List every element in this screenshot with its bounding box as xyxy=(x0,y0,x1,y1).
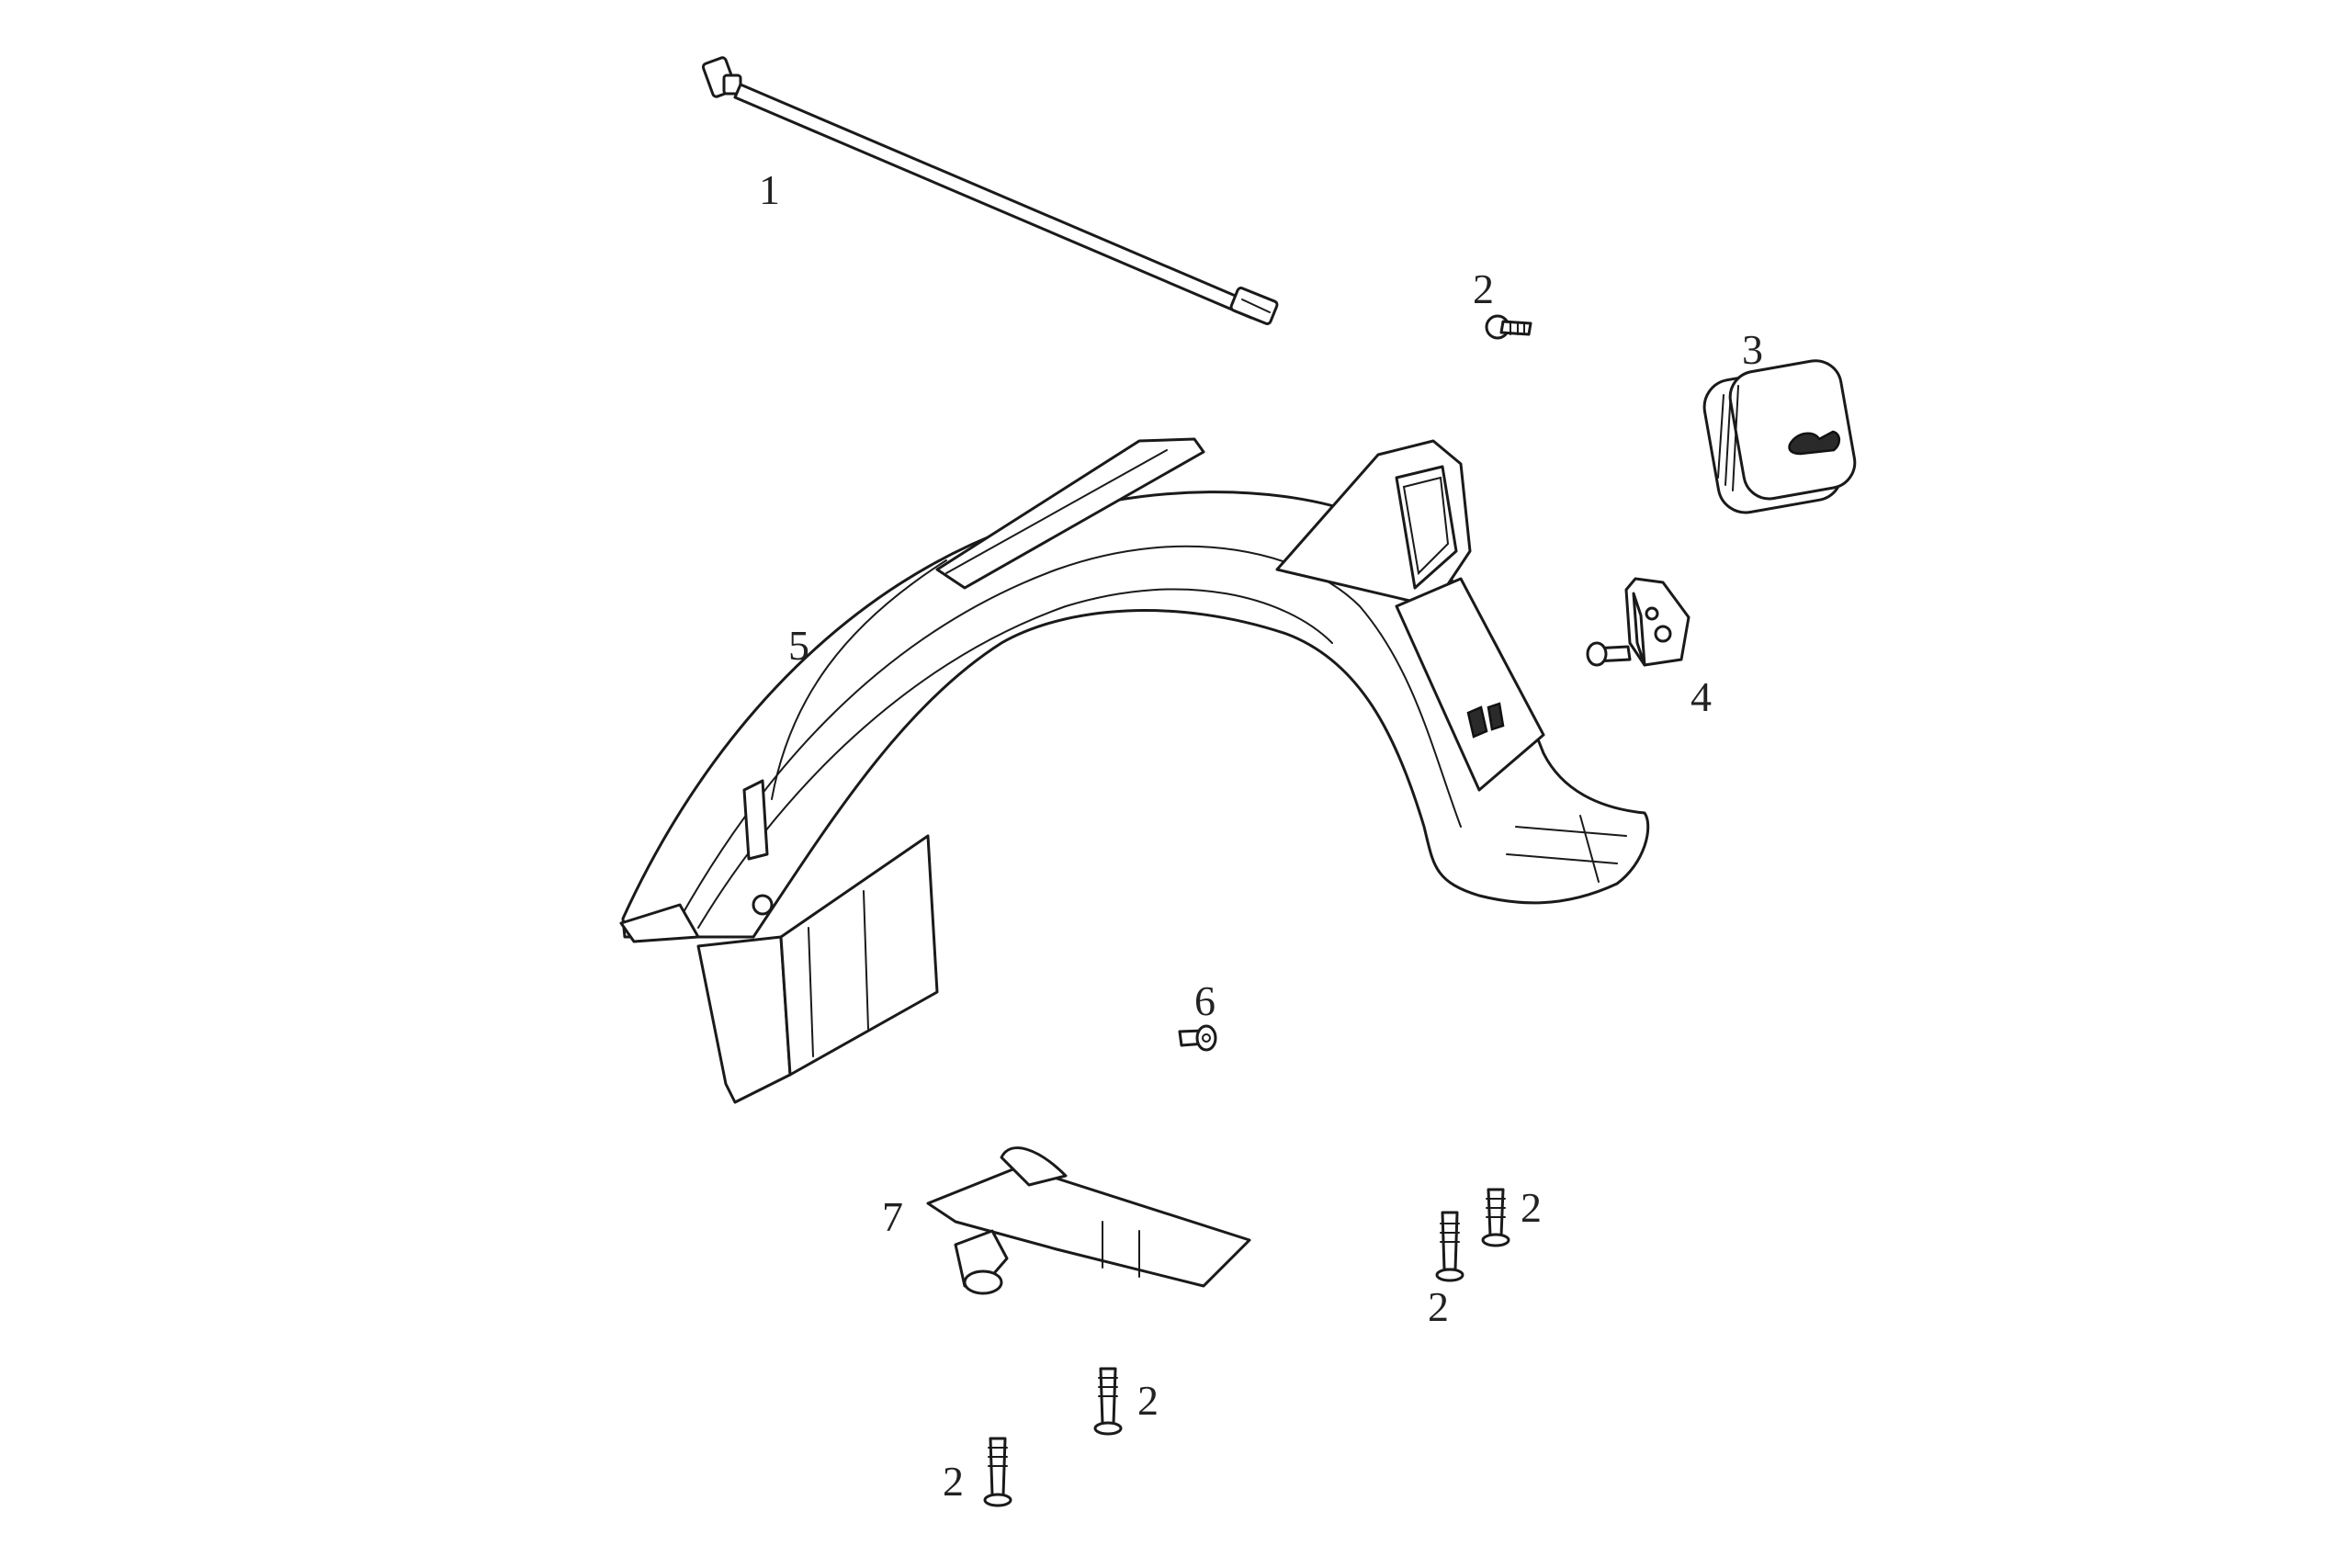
callout-1: 1 xyxy=(759,166,780,213)
screw-icon xyxy=(1093,1367,1123,1436)
callout-2-top: 2 xyxy=(1473,265,1494,312)
callout-4: 4 xyxy=(1690,673,1712,720)
reflector-icon xyxy=(1702,359,1857,514)
clip-icon xyxy=(1178,1024,1217,1052)
rear-fender-icon xyxy=(619,437,1650,1104)
screw-icon xyxy=(1485,314,1532,340)
callout-2-bottom-right: 2 xyxy=(1137,1377,1159,1424)
bracket-icon xyxy=(1586,577,1690,667)
screw-icon xyxy=(1481,1188,1510,1247)
callout-2-right-lower: 2 xyxy=(1428,1283,1449,1330)
callout-7: 7 xyxy=(882,1193,903,1240)
callout-5: 5 xyxy=(788,622,809,669)
screw-icon xyxy=(983,1437,1012,1507)
callout-labels: 1 2 3 4 5 6 7 2 2 2 2 xyxy=(759,166,1763,1505)
callout-2-right-upper: 2 xyxy=(1521,1184,1542,1231)
mud-flap-icon xyxy=(926,1146,1251,1295)
callout-2-bottom-left: 2 xyxy=(943,1458,964,1505)
callout-6: 6 xyxy=(1194,977,1216,1024)
callout-3: 3 xyxy=(1742,326,1763,373)
wire-harness-icon xyxy=(701,56,1279,325)
screw-icon xyxy=(1435,1211,1464,1282)
